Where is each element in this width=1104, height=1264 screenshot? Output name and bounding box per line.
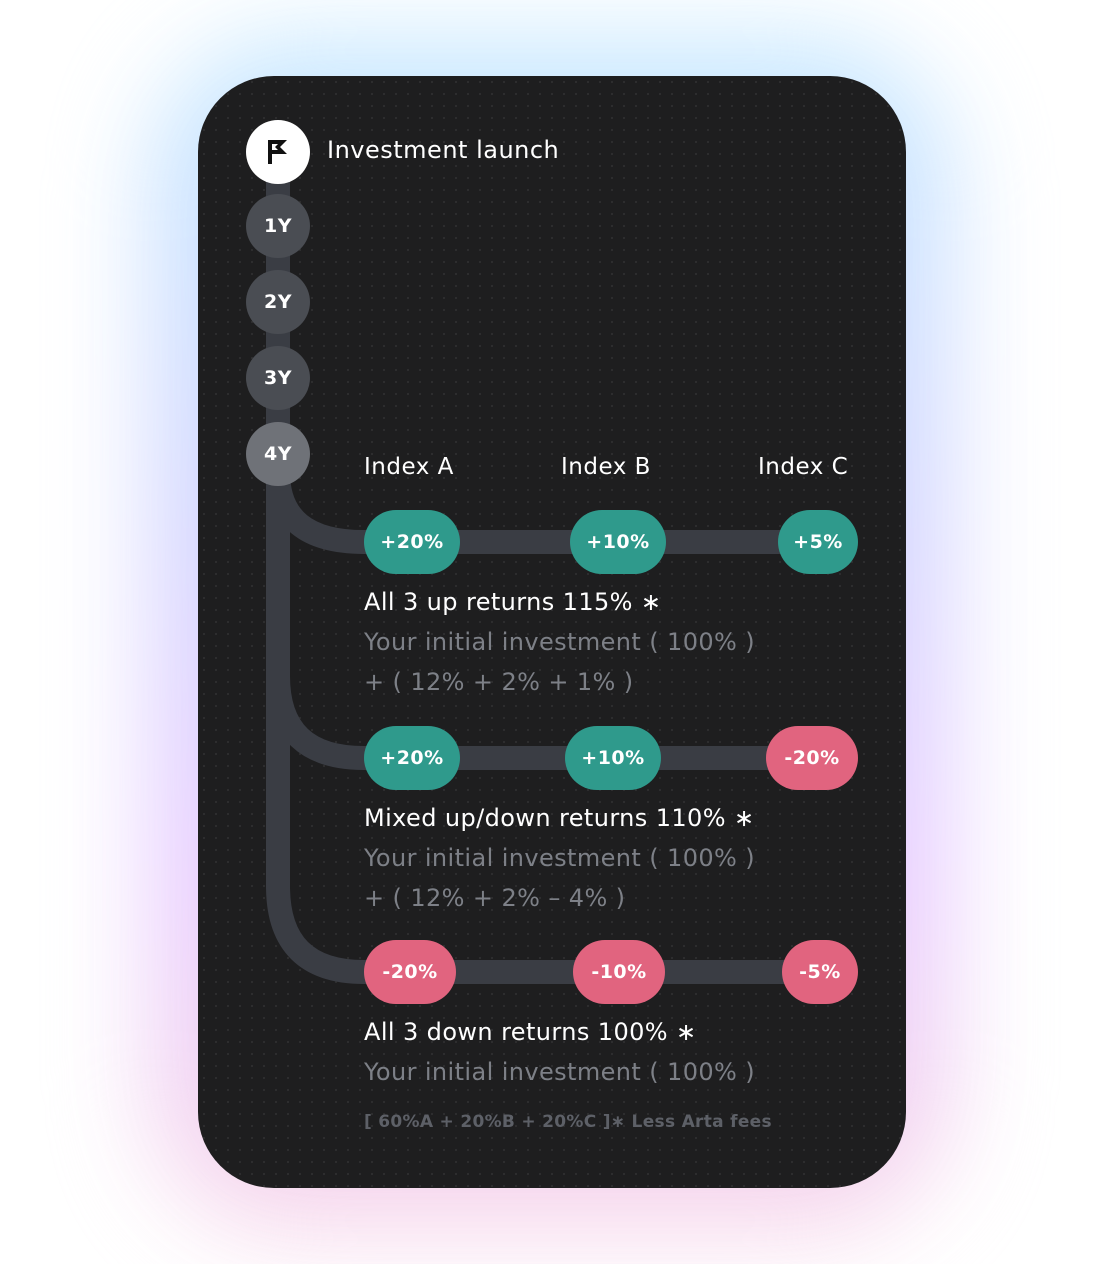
branch-track-1 xyxy=(266,454,818,554)
index-a-header: Index A xyxy=(364,454,454,480)
year-node-1y: 1Y xyxy=(246,194,310,258)
scenario-1-line-2: + ( 12% + 2% + 1% ) xyxy=(364,668,634,696)
year-node-2y: 2Y xyxy=(246,270,310,334)
scenario-3-index-c-pill: -5% xyxy=(782,940,858,1004)
scenario-1-index-b-pill: +10% xyxy=(570,510,666,574)
scenario-3-title: All 3 down returns 100% ∗ xyxy=(364,1018,697,1046)
scenario-2-index-c-pill: -20% xyxy=(766,726,858,790)
timeline-card: Investment launch 1Y 2Y 3Y 4Y Index A In… xyxy=(198,76,906,1188)
year-node-4y: 4Y xyxy=(246,422,310,486)
scenario-2-line-2: + ( 12% + 2% – 4% ) xyxy=(364,884,626,912)
index-c-header: Index C xyxy=(758,454,849,480)
scenario-2-title: Mixed up/down returns 110% ∗ xyxy=(364,804,755,832)
scenario-1-index-c-pill: +5% xyxy=(778,510,858,574)
allocation-footnote: [ 60%A + 20%B + 20%C ]∗ Less Arta fees xyxy=(364,1112,772,1132)
scenario-3-line-1: Your initial investment ( 100% ) xyxy=(364,1058,756,1086)
scenario-3-index-a-pill: -20% xyxy=(364,940,456,1004)
flag-icon xyxy=(268,140,287,164)
year-node-3y: 3Y xyxy=(246,346,310,410)
index-b-header: Index B xyxy=(561,454,651,480)
launch-node xyxy=(246,120,310,184)
scenario-3-index-b-pill: -10% xyxy=(573,940,665,1004)
scenario-2-line-1: Your initial investment ( 100% ) xyxy=(364,844,756,872)
scenario-1-title: All 3 up returns 115% ∗ xyxy=(364,588,662,616)
scenario-1-index-a-pill: +20% xyxy=(364,510,460,574)
branch-track-3 xyxy=(266,676,818,984)
scenario-2-index-b-pill: +10% xyxy=(565,726,661,790)
scenario-2-index-a-pill: +20% xyxy=(364,726,460,790)
launch-label: Investment launch xyxy=(327,136,560,164)
scenario-1-line-1: Your initial investment ( 100% ) xyxy=(364,628,756,656)
